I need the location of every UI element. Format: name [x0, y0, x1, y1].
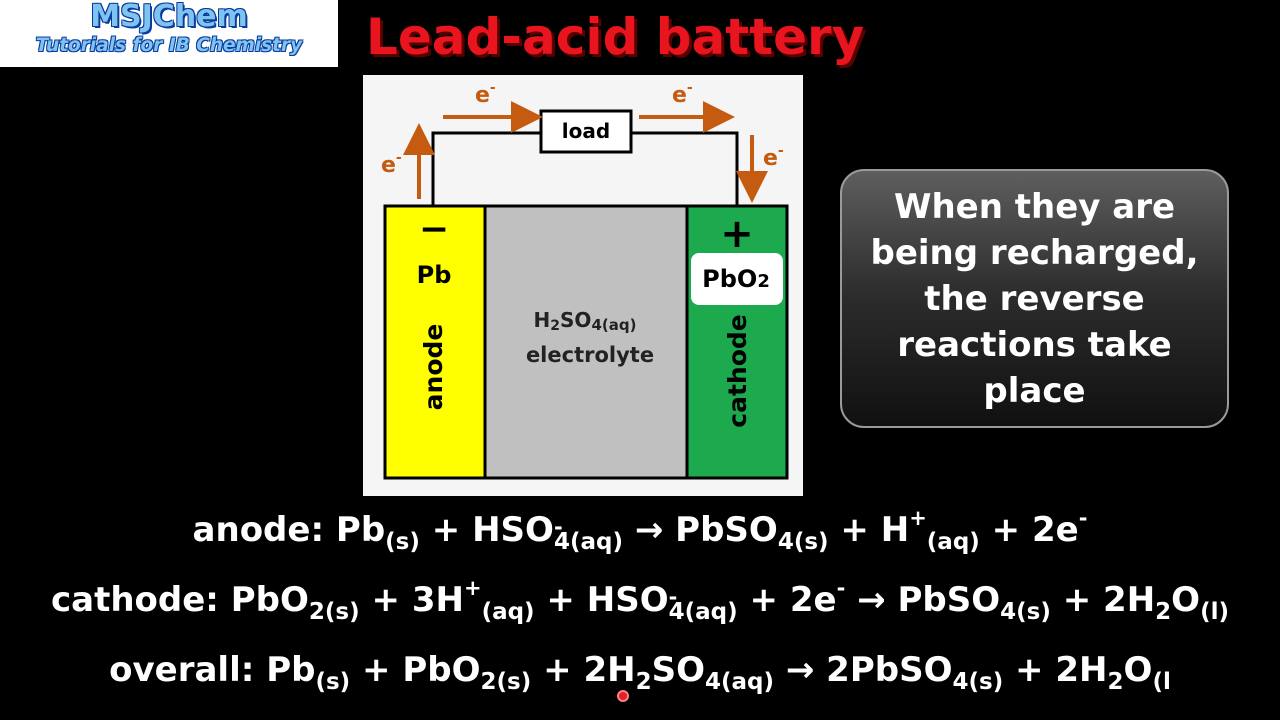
eq-term: H — [880, 510, 910, 550]
eq-plus: + — [991, 510, 1021, 550]
eq-term: 2H — [1103, 580, 1156, 620]
eq-term: PbSO — [675, 510, 778, 550]
battery-diagram-svg: load e- e- e- e- − Pb anode H2SO4(aq) el… — [381, 80, 789, 480]
eq-state: 4(s) — [777, 529, 829, 555]
overall-eq-label: overall: — [109, 650, 255, 690]
callout-text: When they are being recharged, the rever… — [870, 186, 1199, 411]
eq-plus: + — [546, 580, 575, 620]
eq-subscript: 2 — [1155, 599, 1172, 625]
overall-equation: overall: Pb(s) + PbO2(s) + 2H2SO4(aq) → … — [0, 650, 1280, 694]
cathode-eq-label: cathode: — [50, 580, 219, 620]
battery-diagram: load e- e- e- e- − Pb anode H2SO4(aq) el… — [363, 75, 803, 496]
eq-state: 4(aq) — [704, 669, 774, 695]
eq-charge: - — [836, 576, 846, 600]
eq-term: Pb — [266, 650, 316, 690]
logo-title: MSJChem — [90, 0, 248, 34]
eq-term: PbSO — [897, 580, 1001, 620]
eq-state: (l — [1152, 669, 1171, 695]
eq-term: 2H — [1055, 650, 1108, 690]
eq-term: 2e — [1032, 510, 1079, 550]
eq-charge: - — [1078, 506, 1088, 530]
electron-label-top-left: e- — [475, 80, 496, 108]
eq-plus: + — [371, 580, 400, 620]
eq-term: Pb — [335, 510, 386, 550]
eq-term: 2PbSO — [826, 650, 953, 690]
electrolyte-label: electrolyte — [526, 343, 654, 367]
cathode-electrode — [685, 204, 789, 480]
negative-sign: − — [419, 209, 449, 250]
cathode-material: PbO2 — [702, 265, 770, 293]
electrolyte-region — [483, 204, 689, 480]
eq-plus: + — [431, 510, 461, 550]
eq-plus: + — [543, 650, 572, 690]
msjchem-logo: MSJChem Tutorials for IB Chemistry — [0, 0, 338, 67]
positive-sign: + — [720, 211, 754, 257]
cathode-material-box — [691, 253, 783, 305]
eq-plus: + — [1015, 650, 1044, 690]
anode-material: Pb — [417, 261, 452, 289]
reaction-arrow: → — [857, 580, 886, 620]
eq-state: 2(s) — [308, 599, 360, 625]
logo-subtitle: Tutorials for IB Chemistry — [35, 35, 303, 56]
eq-term: SO — [651, 650, 705, 690]
eq-plus: + — [840, 510, 869, 550]
eq-state: (l) — [1200, 599, 1229, 625]
eq-subscript: 4 — [668, 599, 685, 625]
eq-term: HSO — [472, 510, 554, 550]
eq-state: 4(s) — [952, 669, 1004, 695]
eq-term: 2e — [789, 580, 837, 620]
eq-state: (s) — [315, 669, 351, 695]
reaction-arrow: → — [634, 510, 664, 550]
anode-electrode — [383, 204, 487, 480]
circuit-wire — [431, 131, 541, 206]
eq-state: 2(s) — [480, 669, 532, 695]
load-label: load — [562, 119, 610, 143]
anode-label: anode — [419, 324, 448, 411]
eq-state: 4(s) — [1000, 599, 1051, 625]
electron-label-right: e- — [763, 143, 784, 171]
electrolyte-formula: H2SO4(aq) — [534, 308, 637, 334]
eq-term: PbO — [402, 650, 481, 690]
pointer-cursor-dot — [617, 690, 629, 702]
cathode-equation: cathode: PbO2(s) + 3H+(aq) + HSO-4(aq) +… — [50, 576, 1229, 625]
eq-term: 3H — [411, 580, 464, 620]
anode-eq-label: anode: — [192, 510, 325, 550]
eq-state: (aq) — [481, 599, 535, 625]
eq-plus: + — [749, 580, 779, 620]
page-title: Lead-acid battery — [366, 8, 865, 66]
cathode-label: cathode — [723, 314, 752, 427]
electron-label-top-right: e- — [672, 80, 693, 108]
eq-term: O — [1123, 650, 1153, 690]
circuit-wire-right — [631, 131, 739, 206]
eq-subscript: 4 — [553, 529, 570, 555]
electron-label-left: e- — [381, 150, 402, 178]
recharge-callout: When they are being recharged, the rever… — [840, 169, 1229, 428]
eq-charge: + — [909, 506, 927, 530]
eq-state: (aq) — [684, 599, 738, 625]
eq-state: (aq) — [569, 529, 623, 555]
eq-state: (s) — [385, 529, 420, 555]
eq-term: O — [1171, 580, 1201, 620]
reaction-arrow: → — [785, 650, 815, 690]
eq-subscript: 2 — [1107, 669, 1124, 695]
eq-term: HSO — [586, 580, 669, 620]
eq-term: 2H — [583, 650, 636, 690]
eq-plus: + — [362, 650, 391, 690]
eq-state: (aq) — [926, 529, 980, 555]
eq-charge: + — [463, 576, 482, 600]
anode-equation: anode: Pb(s) + HSO-4(aq) → PbSO4(s) + H+… — [192, 506, 1088, 555]
eq-plus: + — [1062, 580, 1092, 620]
eq-term: PbO — [230, 580, 309, 620]
eq-subscript: 2 — [635, 669, 652, 695]
